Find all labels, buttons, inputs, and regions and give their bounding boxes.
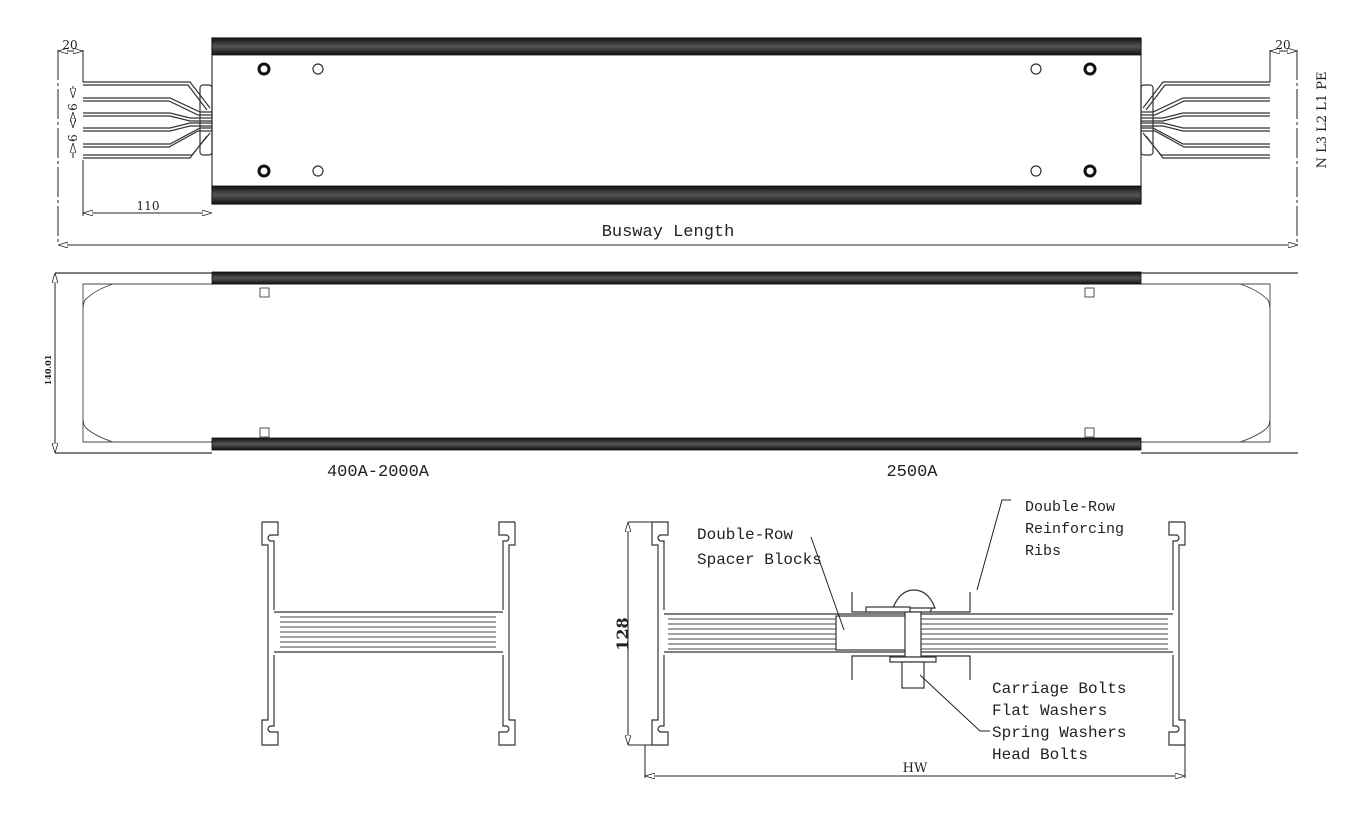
ribs-callout-1: Double-Row [1025,499,1115,516]
right-busbars [1140,81,1270,159]
spacer-callout-1: Double-Row [697,526,793,544]
section-400a-2000a [261,521,516,746]
section-2500a: 128 HW Double-Row Spacer Blocks Double-R… [613,499,1186,778]
top-view: 20 9 9 110 Busway Length 20 N L3 L2 L1 P… [57,37,1330,245]
ribs-callout-3: Ribs [1025,543,1061,560]
hardware-callout-2: Flat Washers [992,702,1107,720]
phase-labels: N L3 L2 L1 PE [1315,72,1330,169]
spacer-block [835,589,971,689]
side-height-dim: 140.01 [43,355,53,386]
section-height-dim: 128 [613,617,632,650]
busway-length-label: Busway Length [602,223,735,242]
side-bottom-rail [211,437,1142,451]
dim-pitch-2: 9 [65,134,79,142]
section-width-dim: HW [903,761,928,776]
dim-pitch-1: 9 [65,103,79,111]
spacer-callout-2: Spacer Blocks [697,551,822,569]
hardware-callout-3: Spring Washers [992,724,1126,742]
top-rail [211,37,1142,56]
side-top-rail [211,271,1142,285]
section-right-label: 2500A [886,463,938,482]
top-dimensions: 20 9 9 110 Busway Length 20 N L3 L2 L1 P… [57,38,1330,245]
dim-left-offset: 20 [62,38,77,52]
dim-right-offset: 20 [1275,38,1290,52]
housing-outline [211,37,1142,205]
side-view: 140.01 [43,271,1298,454]
left-busbars [83,81,213,159]
dim-overhang: 110 [137,199,160,213]
hardware-callout-4: Head Bolts [992,746,1088,764]
callouts: Double-Row Spacer Blocks Double-Row Rein… [697,499,1126,764]
section-left-label: 400A-2000A [327,463,430,482]
bottom-rail [211,185,1142,205]
ribs-callout-2: Reinforcing [1025,521,1124,538]
mounting-holes [257,62,1097,178]
side-tabs [259,287,1095,438]
hardware-callout-1: Carriage Bolts [992,680,1126,698]
